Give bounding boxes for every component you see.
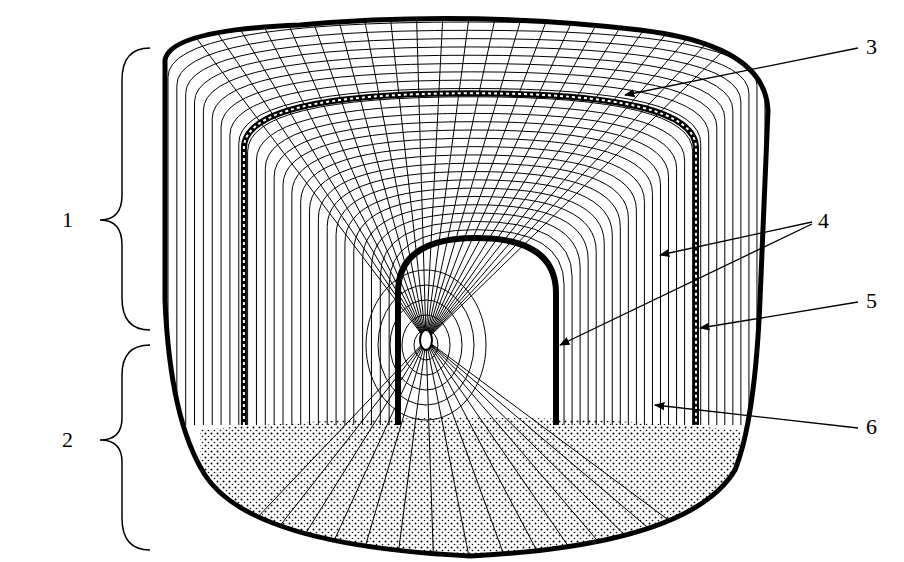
thick-band xyxy=(244,93,696,425)
callout-number: 4 xyxy=(818,210,829,232)
radial-line xyxy=(426,340,543,562)
growth-line xyxy=(195,47,741,425)
core-center xyxy=(420,330,432,350)
growth-line xyxy=(177,30,757,425)
radial-line xyxy=(397,340,426,562)
growth-line xyxy=(230,80,709,425)
growth-line xyxy=(318,163,628,425)
growth-line xyxy=(327,172,620,425)
growth-line xyxy=(389,230,564,425)
callout-number: 1 xyxy=(62,209,73,231)
growth-line xyxy=(292,138,653,425)
growth-line xyxy=(354,196,596,425)
growth-line xyxy=(256,105,684,425)
radial-line xyxy=(426,340,725,562)
core-line xyxy=(414,330,438,360)
leader-line xyxy=(655,405,858,428)
tooth-structure xyxy=(168,10,765,562)
tooth-outline xyxy=(165,19,768,556)
callout-number: 3 xyxy=(866,36,877,58)
growth-line xyxy=(265,113,676,425)
radial-line xyxy=(426,10,470,340)
growth-line xyxy=(345,188,604,425)
leader-line xyxy=(560,224,812,345)
radial-line xyxy=(426,340,506,562)
growth-line xyxy=(336,180,612,425)
growth-line xyxy=(274,122,668,425)
growth-line xyxy=(212,64,725,425)
radial-line xyxy=(426,340,652,562)
growth-line xyxy=(203,55,732,425)
growth-line xyxy=(248,97,693,425)
thick-band xyxy=(398,238,556,425)
leader-line xyxy=(625,48,858,95)
radial-line xyxy=(426,10,604,340)
growth-line xyxy=(186,39,749,425)
growth-line xyxy=(371,213,580,425)
bracket xyxy=(100,345,150,550)
radial-line xyxy=(363,10,426,340)
radial-line xyxy=(426,10,550,340)
radial-line xyxy=(288,340,426,562)
core-line xyxy=(402,315,450,375)
radial-line xyxy=(416,10,426,340)
leader-line xyxy=(700,302,858,328)
leader-line xyxy=(660,222,812,255)
callout-number: 5 xyxy=(866,290,877,312)
core-line xyxy=(366,270,486,420)
growth-line xyxy=(310,155,637,425)
growth-line xyxy=(168,22,765,425)
growth-line xyxy=(239,88,701,425)
thick-band xyxy=(244,93,696,425)
growth-line xyxy=(380,221,572,425)
callout-number: 6 xyxy=(866,416,877,438)
radial-line xyxy=(426,10,524,340)
callout-number: 2 xyxy=(62,429,73,451)
radial-line xyxy=(426,10,497,340)
growth-line xyxy=(363,205,589,425)
bracket xyxy=(100,48,150,330)
core-line xyxy=(390,300,462,390)
growth-line xyxy=(283,130,661,425)
dotted-region xyxy=(200,418,740,562)
radial-line xyxy=(426,340,470,562)
radial-line xyxy=(324,340,426,562)
growth-line xyxy=(398,238,556,425)
growth-line xyxy=(301,147,645,425)
core-line xyxy=(378,285,474,405)
growth-line xyxy=(221,72,717,425)
